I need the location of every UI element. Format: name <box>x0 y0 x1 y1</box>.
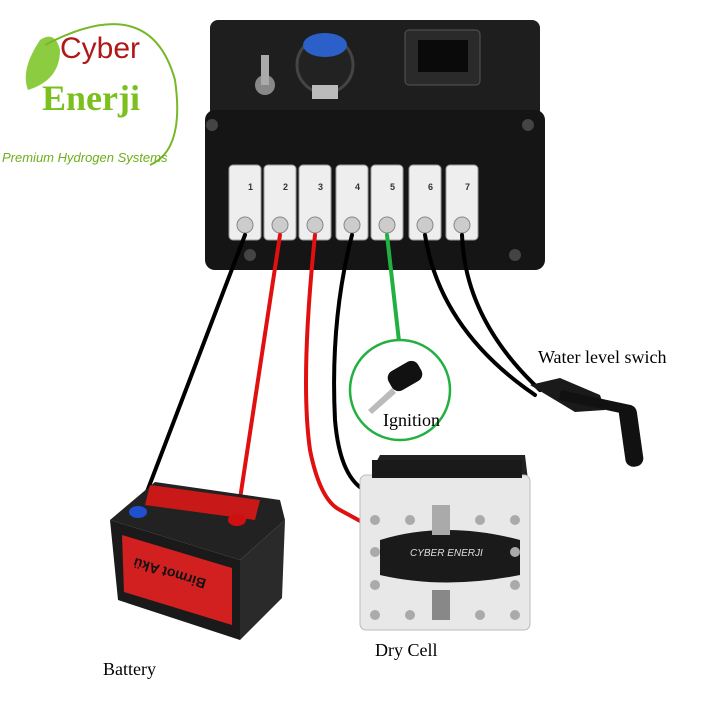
terminal-4: 4 <box>335 164 369 241</box>
water-level-switch: Water level swich <box>530 347 667 467</box>
wire-t7-water-switch <box>460 233 542 392</box>
logo-cyber: Cyber <box>60 32 140 65</box>
key-icon <box>387 360 423 392</box>
display-meter <box>404 29 481 86</box>
terminal-2: 2 <box>263 164 297 241</box>
logo-swoosh <box>44 23 179 166</box>
battery-label: Battery <box>103 659 156 679</box>
terminal-block: 1 2 3 4 5 6 7 <box>228 164 479 241</box>
drycell-brand: CYBER ENERJI <box>410 548 483 559</box>
wire-t1-battery-negative <box>138 233 247 512</box>
leaf-icon <box>25 36 60 90</box>
terminal-1: 1 <box>228 164 262 241</box>
control-box: 1 2 3 4 5 6 7 <box>205 20 545 270</box>
knob <box>295 33 355 99</box>
wire-t5-ignition <box>385 233 402 352</box>
ignition-key: Ignition <box>348 338 452 442</box>
terminal-number: 6 <box>428 182 433 192</box>
wire-t3-drycell <box>304 233 364 524</box>
terminal-3: 3 <box>298 164 332 241</box>
wire-t6-water-switch <box>423 233 537 397</box>
drycell-label: Dry Cell <box>375 640 438 660</box>
battery: Birmot Akü Battery <box>103 482 285 679</box>
logo-tagline: Premium Hydrogen Systems <box>2 150 168 165</box>
wire-t4-drycell <box>332 233 370 494</box>
negative-terminal <box>129 506 147 518</box>
toggle-switch <box>255 55 275 95</box>
terminal-5: 5 <box>370 164 404 241</box>
terminal-number: 5 <box>390 182 395 192</box>
terminal-7: 7 <box>445 164 479 241</box>
wires <box>138 233 542 524</box>
positive-terminal <box>228 514 246 526</box>
terminal-number: 3 <box>318 182 323 192</box>
ignition-label: Ignition <box>383 410 440 430</box>
terminal-number: 4 <box>355 182 360 192</box>
terminal-number: 2 <box>283 182 288 192</box>
terminal-number: 1 <box>248 182 253 192</box>
water-switch-label: Water level swich <box>538 347 667 367</box>
dry-cell: CYBER ENERJI Dry Cell <box>359 455 531 660</box>
terminal-number: 7 <box>465 182 470 192</box>
logo-enerji: Enerji <box>42 78 140 118</box>
terminal-6: 6 <box>408 164 442 241</box>
logo: Cyber Enerji Premium Hydrogen Systems <box>2 23 179 166</box>
wire-t2-battery-positive <box>236 233 282 514</box>
